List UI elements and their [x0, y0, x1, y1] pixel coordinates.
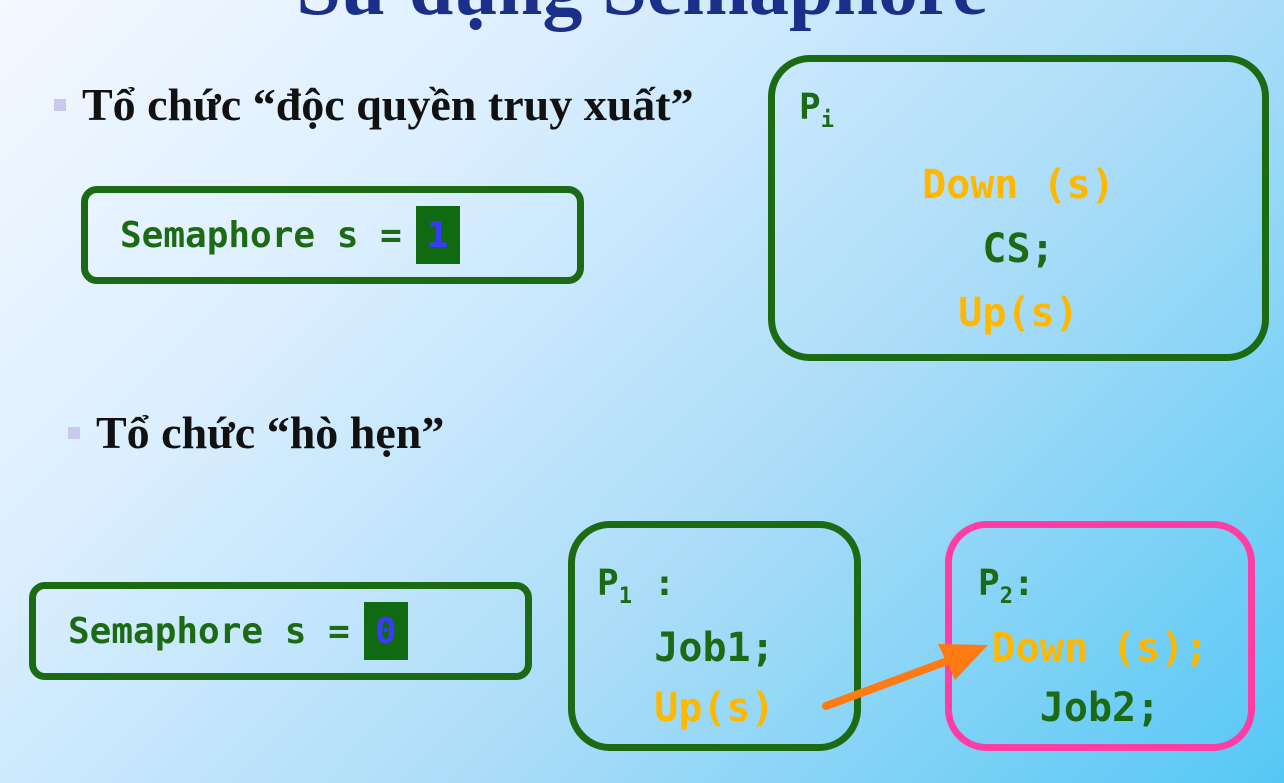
bullet-marker: [54, 99, 66, 111]
process-p2-box: P2: Down (s); Job2;: [945, 521, 1255, 751]
process-letter: P: [799, 87, 821, 128]
process-name: Pi: [799, 90, 834, 132]
page-title: Sử dụng Semaphore: [0, 0, 1284, 28]
code-line-job2: Job2;: [1039, 685, 1161, 731]
bullet-mutual-exclusion: Tổ chức “độc quyền truy xuất”: [54, 82, 694, 128]
process-letter: P: [978, 563, 1000, 604]
code-line-down: Down (s): [922, 162, 1115, 208]
bullet-rendezvous: Tổ chức “hò hẹn”: [68, 410, 444, 456]
process-pi-box: Pi Down (s) CS; Up(s): [768, 55, 1269, 361]
process-subscript: 2: [999, 584, 1013, 609]
process-letter: P: [597, 563, 619, 604]
bullet-text: Tổ chức “độc quyền truy xuất”: [82, 79, 694, 130]
process-suffix: :: [1012, 563, 1035, 604]
code-line-cs: CS;: [982, 226, 1055, 272]
code-line-up: Up(s): [958, 290, 1079, 336]
semaphore-value: 0: [363, 602, 408, 660]
process-p1-box: P1 : Job1; Up(s): [568, 521, 861, 751]
bullet-marker: [68, 427, 80, 439]
process-subscript: 1: [618, 584, 632, 609]
code-line-down: Down (s);: [991, 625, 1209, 671]
code-line-up: Up(s): [654, 685, 775, 731]
code-line-job1: Job1;: [654, 625, 775, 671]
semaphore-value: 1: [415, 206, 460, 264]
process-name: P1 :: [597, 566, 675, 608]
semaphore-init-box: Semaphore s = 0: [29, 582, 532, 680]
process-name: P2:: [978, 566, 1035, 608]
semaphore-label: Semaphore s =: [68, 610, 350, 652]
process-suffix: :: [631, 563, 676, 604]
semaphore-init-box: Semaphore s = 1: [81, 186, 584, 284]
bullet-text: Tổ chức “hò hẹn”: [96, 407, 445, 458]
process-subscript: i: [820, 108, 834, 133]
semaphore-label: Semaphore s =: [120, 214, 402, 256]
